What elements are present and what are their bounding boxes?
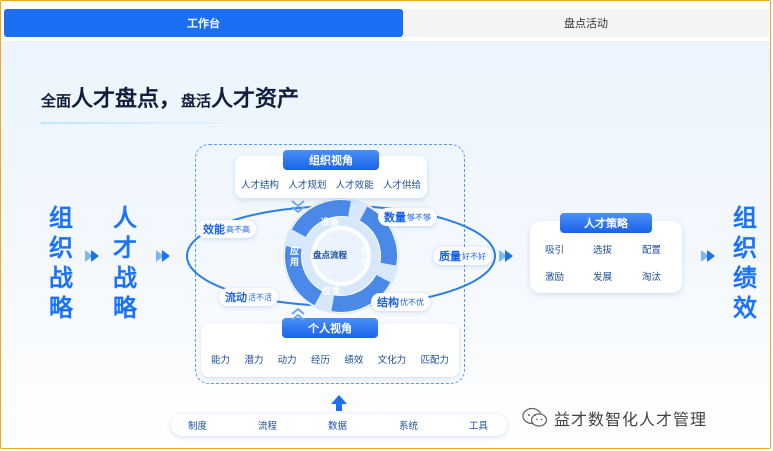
- org-view-title: 组织视角: [283, 150, 379, 170]
- list-item: 动力: [277, 355, 297, 366]
- talent-strategy-panel: 人才策略 吸引 选拔 配置 激励 发展 淘汰: [530, 213, 682, 293]
- list-item: 淘汰: [642, 272, 662, 283]
- chevron-right-icon: [85, 250, 99, 262]
- quality-tag: 质量好不好: [433, 247, 492, 265]
- org-view-panel: 组织视角 人才结构 人才规划 人才效能 人才供给: [235, 150, 427, 198]
- headline-part3: 盘活: [181, 92, 212, 110]
- list-item: 人才结构: [241, 180, 280, 191]
- headline-underline: [41, 122, 261, 124]
- person-view-panel: 个人视角 能力 潜力 动力 经历 绩效 文化力 匹配力: [201, 318, 459, 377]
- org-view-items: 人才结构 人才规划 人才效能 人才供给: [241, 177, 421, 191]
- list-item: 匹配力: [420, 355, 449, 366]
- cycle-right-label: 评估: [361, 247, 371, 268]
- foundation-bar: 制度 流程 数据 系统 工具: [171, 414, 507, 436]
- quantity-tag: 数量够不够: [378, 208, 437, 226]
- headline-part1: 全面: [41, 92, 72, 110]
- chevron-right-icon: [701, 250, 715, 262]
- list-item: 经历: [310, 355, 330, 366]
- chevron-right-icon: [499, 250, 513, 262]
- tab-inventory-activity[interactable]: 盘点活动: [403, 9, 769, 37]
- list-item: 潜力: [244, 355, 264, 366]
- mobility-tag: 流动活不活: [219, 288, 278, 306]
- list-item: 人才规划: [288, 180, 327, 191]
- list-item: 绩效: [344, 355, 364, 366]
- list-item: 激励: [545, 272, 565, 283]
- org-strategy-label: 组织战略: [49, 204, 73, 322]
- cycle-left-label: 应用: [290, 247, 300, 268]
- cycle-bottom-label: 校准: [322, 287, 341, 297]
- cycle-ellipse: [186, 198, 496, 314]
- structure-tag: 结构优不优: [371, 293, 430, 311]
- list-item: 能力: [211, 355, 231, 366]
- tab-workbench[interactable]: 工作台: [4, 9, 403, 37]
- double-chevron-down-icon: [291, 200, 305, 214]
- talent-strategy-title: 人才策略: [560, 213, 652, 233]
- tab-bar: 工作台 盘点活动: [1, 1, 770, 41]
- list-item: 数据: [328, 421, 348, 432]
- chevron-right-icon: [156, 250, 170, 262]
- list-item: 制度: [188, 421, 208, 432]
- efficiency-tag: 效能高不高: [197, 220, 256, 238]
- list-item: 配置: [642, 245, 662, 256]
- person-view-items: 能力 潜力 动力 经历 绩效 文化力 匹配力: [211, 352, 449, 366]
- headline-part2: 人才盘点，: [71, 87, 182, 112]
- double-chevron-up-icon: [291, 307, 305, 321]
- person-view-title: 个人视角: [282, 318, 378, 338]
- cycle-center-label: 盘点流程: [313, 251, 348, 261]
- list-item: 系统: [399, 421, 419, 432]
- list-item: 流程: [258, 421, 278, 432]
- list-item: 人才供给: [382, 180, 421, 191]
- list-item: 吸引: [545, 245, 565, 256]
- list-item: 发展: [593, 272, 613, 283]
- list-item: 工具: [469, 421, 489, 432]
- watermark: 益才数智化人才管理: [522, 406, 707, 430]
- headline: 全面人才盘点，盘活人才资产: [41, 81, 299, 113]
- list-item: 文化力: [377, 355, 407, 366]
- list-item: 人才效能: [335, 180, 374, 191]
- watermark-text: 益才数智化人才管理: [554, 410, 708, 429]
- headline-part4: 人才资产: [211, 87, 300, 112]
- org-performance-label: 组织绩效: [733, 204, 757, 322]
- arrow-up-icon: [331, 395, 347, 411]
- list-item: 选拔: [593, 245, 613, 256]
- wechat-icon: [522, 407, 548, 427]
- talent-strategy-label: 人才战略: [113, 204, 137, 322]
- cycle-top-label: 准备: [321, 218, 340, 228]
